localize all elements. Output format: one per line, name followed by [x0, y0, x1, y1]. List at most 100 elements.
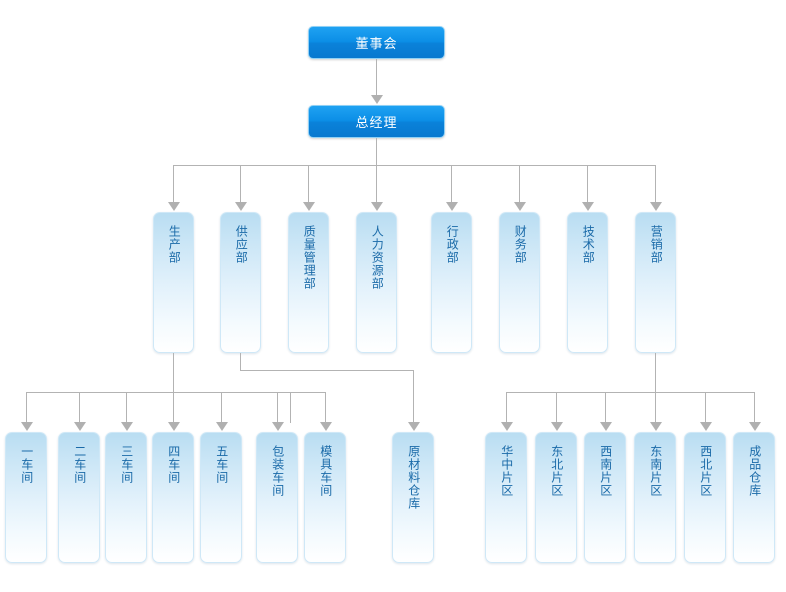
arrow-workshop-1 — [21, 422, 33, 431]
node-dept-admin[interactable]: 行政部 — [431, 212, 472, 353]
node-region-central-label-wrap: 华中片区 — [486, 445, 526, 497]
node-region-northwest-label: 西北片区 — [698, 445, 713, 497]
node-workshop-4-label-wrap: 四车间 — [153, 445, 193, 484]
arrow-region-southwest — [600, 422, 612, 431]
node-workshop-2[interactable]: 二车间 — [58, 432, 100, 563]
node-dept-quality-label: 质量管理部 — [302, 225, 317, 290]
connector-drop-dept-admin — [451, 165, 452, 203]
arrow-dept-quality — [303, 202, 315, 211]
connector-gm-drop — [376, 138, 377, 165]
node-workshop-mold-label: 模具车间 — [318, 445, 333, 497]
connector-workshops-bus-ext — [290, 392, 326, 393]
arrow-region-central — [501, 422, 513, 431]
node-region-southeast-label: 东南片区 — [648, 445, 663, 497]
node-dept-technology[interactable]: 技术部 — [567, 212, 608, 353]
node-warehouse-raw-label-wrap: 原材料仓库 — [393, 445, 433, 510]
connector-drop-workshop-4 — [173, 392, 174, 423]
node-region-southeast[interactable]: 东南片区 — [634, 432, 676, 563]
node-warehouse-finished[interactable]: 成品仓库 — [733, 432, 775, 563]
node-dept-marketing-label-wrap: 营销部 — [636, 225, 675, 264]
node-region-central-label: 华中片区 — [499, 445, 514, 497]
node-workshop-4[interactable]: 四车间 — [152, 432, 194, 563]
node-board-label: 董事会 — [355, 37, 398, 52]
connector-departments-bus — [173, 165, 656, 166]
node-warehouse-finished-label: 成品仓库 — [747, 445, 762, 497]
connector-drop-dept-technology — [587, 165, 588, 203]
node-dept-admin-label: 行政部 — [445, 225, 460, 264]
node-board[interactable]: 董事会 — [308, 26, 445, 59]
arrow-region-southeast — [650, 422, 662, 431]
node-workshop-mold[interactable]: 模具车间 — [304, 432, 346, 563]
node-region-northeast[interactable]: 东北片区 — [535, 432, 577, 563]
node-dept-hr-label: 人力资源部 — [370, 225, 385, 290]
node-dept-admin-label-wrap: 行政部 — [432, 225, 471, 264]
node-dept-technology-label: 技术部 — [581, 225, 596, 264]
arrow-region-northwest — [700, 422, 712, 431]
connector-drop-region-northeast — [556, 392, 557, 423]
arrow-workshop-packing — [272, 422, 284, 431]
node-workshop-packing-label-wrap: 包装车间 — [257, 445, 297, 497]
node-workshop-3[interactable]: 三车间 — [105, 432, 147, 563]
connector-drop-workshop-2 — [79, 392, 80, 423]
connector-drop-dept-marketing — [655, 165, 656, 203]
node-dept-technology-label-wrap: 技术部 — [568, 225, 607, 264]
connector-drop-workshop-5 — [221, 392, 222, 423]
connector-sales-bus — [506, 392, 754, 393]
connector-drop-warehouse-finished — [754, 392, 755, 423]
node-workshop-2-label: 二车间 — [72, 445, 87, 484]
node-dept-production-label: 生产部 — [167, 225, 182, 264]
node-dept-supply[interactable]: 供应部 — [220, 212, 261, 353]
arrow-dept-production — [168, 202, 180, 211]
node-dept-supply-label: 供应部 — [234, 225, 249, 264]
arrow-dept-hr — [371, 202, 383, 211]
connector-drop-workshop-1 — [26, 392, 27, 423]
connector-marketing-drop — [655, 353, 656, 392]
node-workshop-5-label-wrap: 五车间 — [201, 445, 241, 484]
node-region-central[interactable]: 华中片区 — [485, 432, 527, 563]
connector-drop-region-central — [506, 392, 507, 423]
node-workshop-2-label-wrap: 二车间 — [59, 445, 99, 484]
node-workshop-1[interactable]: 一车间 — [5, 432, 47, 563]
node-workshop-5[interactable]: 五车间 — [200, 432, 242, 563]
arrow-dept-admin — [446, 202, 458, 211]
node-region-southwest-label-wrap: 西南片区 — [585, 445, 625, 497]
connector-board-to-gm — [376, 59, 377, 96]
node-dept-quality[interactable]: 质量管理部 — [288, 212, 329, 353]
connector-drop-region-southeast — [655, 392, 656, 423]
node-dept-finance[interactable]: 财务部 — [499, 212, 540, 353]
node-general-manager[interactable]: 总经理 — [308, 105, 445, 138]
node-dept-quality-label-wrap: 质量管理部 — [289, 225, 328, 290]
node-general-manager-label: 总经理 — [355, 116, 398, 131]
connector-drop-dept-finance — [519, 165, 520, 203]
node-dept-production[interactable]: 生产部 — [153, 212, 194, 353]
node-dept-supply-label-wrap: 供应部 — [221, 225, 260, 264]
node-workshop-packing-label: 包装车间 — [270, 445, 285, 497]
arrow-workshop-3 — [121, 422, 133, 431]
node-region-northwest[interactable]: 西北片区 — [684, 432, 726, 563]
node-workshop-1-label-wrap: 一车间 — [6, 445, 46, 484]
node-workshop-1-label: 一车间 — [19, 445, 34, 484]
node-dept-hr-label-wrap: 人力资源部 — [357, 225, 396, 290]
connector-production-drop — [173, 353, 174, 392]
arrow-board-to-gm — [371, 95, 383, 104]
node-workshop-packing[interactable]: 包装车间 — [256, 432, 298, 563]
connector-drop-workshop-packing — [277, 392, 278, 423]
node-region-northeast-label: 东北片区 — [549, 445, 564, 497]
node-warehouse-raw[interactable]: 原材料仓库 — [392, 432, 434, 563]
connector-workshops-bus — [26, 392, 290, 393]
node-workshop-3-label: 三车间 — [119, 445, 134, 484]
arrow-workshop-2 — [74, 422, 86, 431]
arrow-dept-technology — [582, 202, 594, 211]
connector-drop-workshop-mold — [290, 392, 291, 423]
node-dept-hr[interactable]: 人力资源部 — [356, 212, 397, 353]
node-warehouse-raw-label: 原材料仓库 — [406, 445, 421, 510]
node-region-northeast-label-wrap: 东北片区 — [536, 445, 576, 497]
node-region-northwest-label-wrap: 西北片区 — [685, 445, 725, 497]
connector-supply-elbow — [240, 370, 414, 371]
node-region-southwest[interactable]: 西南片区 — [584, 432, 626, 563]
arrow-dept-marketing — [650, 202, 662, 211]
node-warehouse-finished-label-wrap: 成品仓库 — [734, 445, 774, 497]
node-dept-marketing[interactable]: 营销部 — [635, 212, 676, 353]
connector-raw-warehouse-drop — [413, 370, 414, 423]
